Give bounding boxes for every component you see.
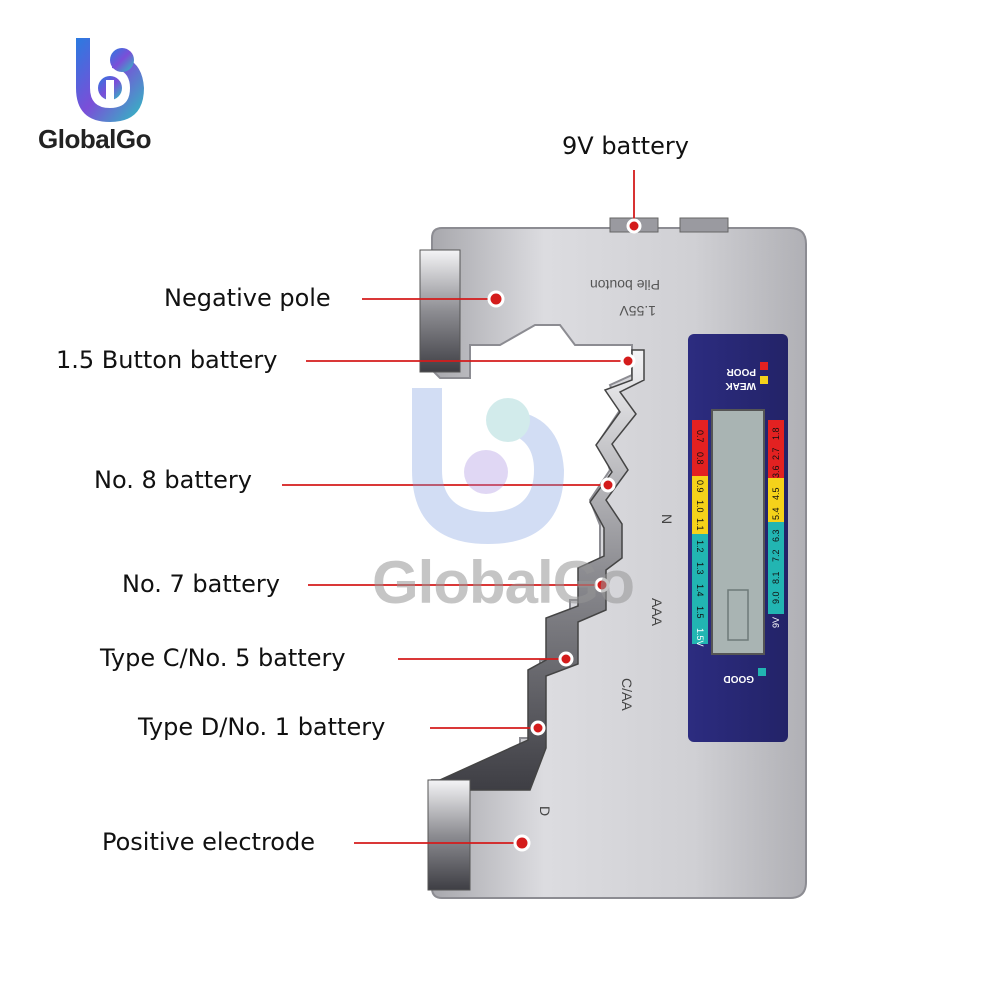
callout-marker-no8 (600, 477, 616, 493)
watermark-text: GlobalGo (372, 549, 635, 616)
scale-left-label: 1.0 (695, 500, 705, 513)
negative-clip (419, 249, 461, 373)
callout-marker-button (620, 353, 636, 369)
slot-label-caa: C/AA (619, 678, 635, 711)
callout-lines (282, 170, 635, 844)
callout-marker-neg (487, 290, 505, 308)
slot-label-d: D (537, 806, 553, 816)
scale-left-label: 1.4 (695, 584, 705, 597)
callout-label-negative-pole: Negative pole (164, 284, 331, 312)
scale-left-label: 1.1 (695, 518, 705, 531)
globalgo-logo-icon (76, 38, 144, 122)
callout-label-type-d: Type D/No. 1 battery (138, 713, 386, 741)
brand-logo (38, 30, 178, 160)
callout-marker-c (558, 651, 574, 667)
scale-right-label: 4.5 (771, 487, 781, 500)
9v-contact-right (679, 217, 729, 233)
callout-marker-no7 (594, 577, 610, 593)
scale-left-label: 0.8 (695, 452, 705, 465)
scale-right-label: 9V (771, 617, 781, 628)
scale-left-label: 1.3 (695, 562, 705, 575)
legend-weak-square (760, 376, 768, 384)
callout-marker-pos (513, 834, 531, 852)
engraving-pile-bouton: Pile bouton (590, 277, 660, 293)
scale-right-label: 8.1 (771, 571, 781, 584)
scale-left-label: 0.7 (695, 430, 705, 443)
legend-good-text: GOOD (723, 673, 754, 684)
callout-marker-9v (626, 218, 642, 234)
slot-label-aaa: AAA (649, 598, 665, 627)
legend-weak-text: WEAK (725, 380, 756, 391)
lcd-window (711, 409, 765, 655)
callout-label-no8: No. 8 battery (94, 466, 252, 494)
engraving-voltage: 1.55V (619, 303, 656, 319)
callout-label-9v: 9V battery (562, 132, 689, 160)
scale-right-yellow (768, 478, 784, 522)
scale-left-red (692, 420, 708, 476)
callout-label-type-c: Type C/No. 5 battery (100, 644, 346, 672)
callout-label-no7: No. 7 battery (122, 570, 280, 598)
scale-right-label: 2.7 (771, 447, 781, 460)
scale-right-labels: 1.8 2.7 3.6 4.5 5.4 6.3 7.2 8.1 9.0 9V (771, 427, 781, 628)
legend-good-square (758, 668, 766, 676)
scale-left-labels: 0.7 0.8 0.9 1.0 1.1 1.2 1.3 1.4 1.5 1.5V (695, 430, 705, 647)
scale-right-label: 3.6 (771, 465, 781, 478)
scale-right-label: 1.8 (771, 427, 781, 440)
scale-left-yellow (692, 476, 708, 534)
callout-label-button-battery: 1.5 Button battery (56, 346, 278, 374)
brand-name: GlobalGo (38, 124, 152, 154)
callout-markers (487, 218, 642, 852)
scale-right-teal (768, 522, 784, 614)
watermark-logo-icon (412, 388, 564, 544)
callout-label-positive: Positive electrode (102, 828, 315, 856)
scale-left-label: 1.5V (695, 628, 705, 647)
slot-label-n: N (659, 514, 675, 524)
scale-right-red (768, 420, 784, 478)
scale-right-label: 6.3 (771, 529, 781, 542)
scale-right-label: 9.0 (771, 591, 781, 604)
scale-right-label: 5.4 (771, 507, 781, 520)
scale-left-label: 1.5 (695, 606, 705, 619)
legend-poor-text: POOR (726, 366, 756, 377)
scale-left-label: 0.9 (695, 480, 705, 493)
legend-poor-square (760, 362, 768, 370)
callout-marker-d (530, 720, 546, 736)
scale-left-teal (692, 534, 708, 644)
scale-left-label: 1.2 (695, 540, 705, 553)
scale-right-label: 7.2 (771, 549, 781, 562)
positive-clip (427, 779, 471, 891)
